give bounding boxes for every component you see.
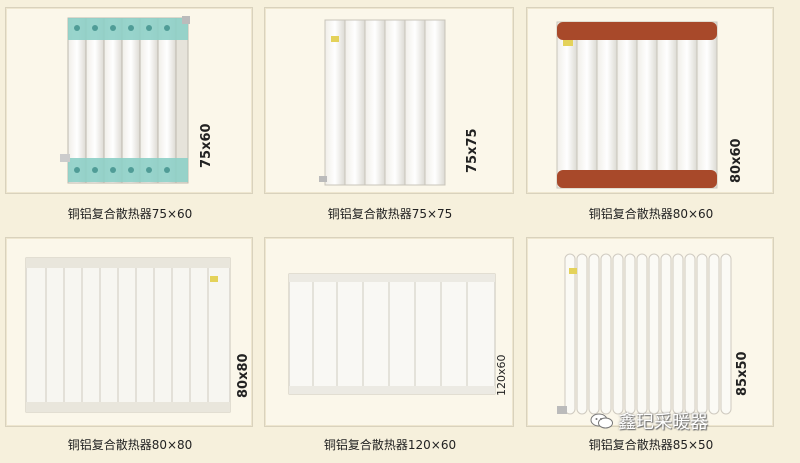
- product-card-75x60[interactable]: 75x60 铜铝复合散热器75×60: [5, 7, 253, 221]
- product-caption: 铜铝复合散热器85×50: [588, 438, 714, 452]
- product-card-75x75[interactable]: 75x75 铜铝复合散热器75×75: [264, 7, 514, 221]
- product-card-85x50[interactable]: 85x50 铜铝复合散热器85×50: [526, 237, 774, 452]
- product-card-80x80[interactable]: 80x80 铜铝复合散热器80×80: [5, 237, 253, 452]
- size-label: 120x60: [495, 354, 508, 396]
- size-label: 75x75: [465, 128, 480, 173]
- wechat-icon: [590, 413, 613, 429]
- product-caption: 铜铝复合散热器75×60: [67, 207, 193, 221]
- watermark: 鑫玘采暖器: [590, 408, 708, 434]
- watermark-text: 鑫玘采暖器: [618, 412, 708, 433]
- product-card-80x60[interactable]: 80x60 铜铝复合散热器80×60: [526, 7, 774, 221]
- size-label: 80x60: [729, 138, 744, 183]
- product-caption: 铜铝复合散热器80×60: [588, 207, 714, 221]
- radiator-image-80x60: [556, 21, 718, 189]
- radiator-image-75x60: [60, 16, 190, 184]
- product-card-120x60[interactable]: 120x60 铜铝复合散热器120×60: [264, 237, 514, 452]
- product-caption: 铜铝复合散热器120×60: [323, 438, 457, 452]
- radiator-image-75x75: [319, 19, 446, 186]
- product-caption: 铜铝复合散热器80×80: [67, 438, 193, 452]
- radiator-image-80x80: [25, 257, 231, 413]
- radiator-image-85x50: [557, 253, 732, 415]
- size-label: 85x50: [735, 351, 750, 396]
- product-caption: 铜铝复合散热器75×75: [327, 207, 453, 221]
- size-label: 75x60: [199, 123, 214, 168]
- radiator-image-120x60: [288, 273, 496, 395]
- size-label: 80x80: [236, 353, 251, 398]
